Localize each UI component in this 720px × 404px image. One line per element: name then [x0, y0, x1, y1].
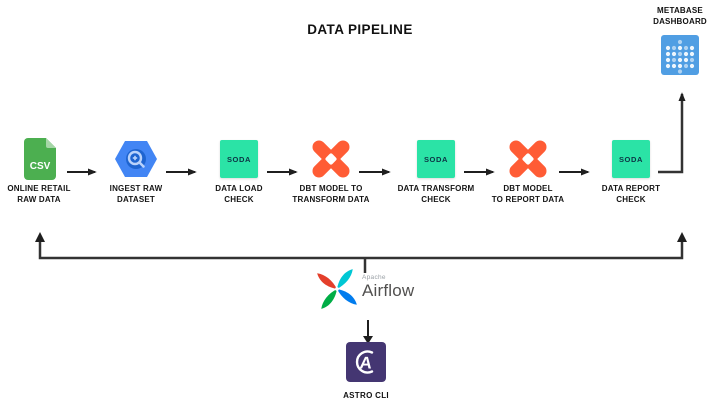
- feedback-arrowhead-right: [677, 232, 687, 242]
- soda-icon: SODA: [612, 140, 650, 178]
- feedback-arrowhead-left: [35, 232, 45, 242]
- csv-wordmark: CSV: [29, 161, 50, 172]
- astro-cli-icon: A: [346, 342, 386, 382]
- bigquery-icon: [115, 141, 157, 177]
- node-label: ONLINE RETAIL RAW DATA: [7, 184, 71, 204]
- metabase-icon: [661, 35, 699, 75]
- node-data-transform-check: SODA DATA TRANSFORM CHECK: [391, 136, 481, 205]
- dbt-icon: [509, 140, 547, 178]
- astro-arrowhead-down: [363, 336, 373, 344]
- node-label: DBT MODEL TO REPORT DATA: [491, 184, 565, 204]
- soda-icon: SODA: [220, 140, 258, 178]
- airflow-pinwheel-icon: [317, 269, 357, 309]
- node-online-retail-raw-data: CSV ONLINE RETAIL RAW DATA: [0, 136, 84, 205]
- node-metabase-dashboard: METABASE DASHBOARD: [640, 6, 720, 80]
- node-astro-cli: A ASTRO CLI: [326, 342, 406, 400]
- astro-cli-label: ASTRO CLI: [343, 391, 389, 400]
- soda-icon: SODA: [417, 140, 455, 178]
- airflow-logo: Apache Airflow: [316, 268, 426, 316]
- metabase-label: METABASE DASHBOARD: [653, 6, 707, 26]
- node-dbt-model-transform: DBT MODEL TO TRANSFORM DATA: [286, 136, 376, 205]
- node-data-report-check: SODA DATA REPORT CHECK: [586, 136, 676, 205]
- airflow-feedback-line: [38, 240, 684, 260]
- svg-text:A: A: [359, 354, 373, 373]
- csv-file-icon: CSV: [23, 138, 56, 180]
- node-label: DATA TRANSFORM CHECK: [397, 184, 475, 204]
- node-label: DATA REPORT CHECK: [601, 184, 661, 204]
- page-title: DATA PIPELINE: [307, 22, 413, 37]
- node-label: INGEST RAW DATASET: [109, 184, 163, 204]
- arrow-reportcheck-to-metabase: [658, 92, 686, 174]
- dbt-icon: [312, 140, 350, 178]
- airflow-wordmark: Airflow: [362, 281, 415, 300]
- airflow-apache-text: Apache: [362, 274, 386, 281]
- node-label: DBT MODEL TO TRANSFORM DATA: [292, 184, 370, 204]
- soda-wordmark: SODA: [618, 154, 644, 164]
- soda-wordmark: SODA: [423, 154, 449, 164]
- node-data-load-check: SODA DATA LOAD CHECK: [194, 136, 284, 205]
- node-ingest-raw-dataset: INGEST RAW DATASET: [91, 136, 181, 205]
- node-label: DATA LOAD CHECK: [215, 184, 263, 204]
- node-dbt-model-report: DBT MODEL TO REPORT DATA: [483, 136, 573, 205]
- soda-wordmark: SODA: [226, 154, 252, 164]
